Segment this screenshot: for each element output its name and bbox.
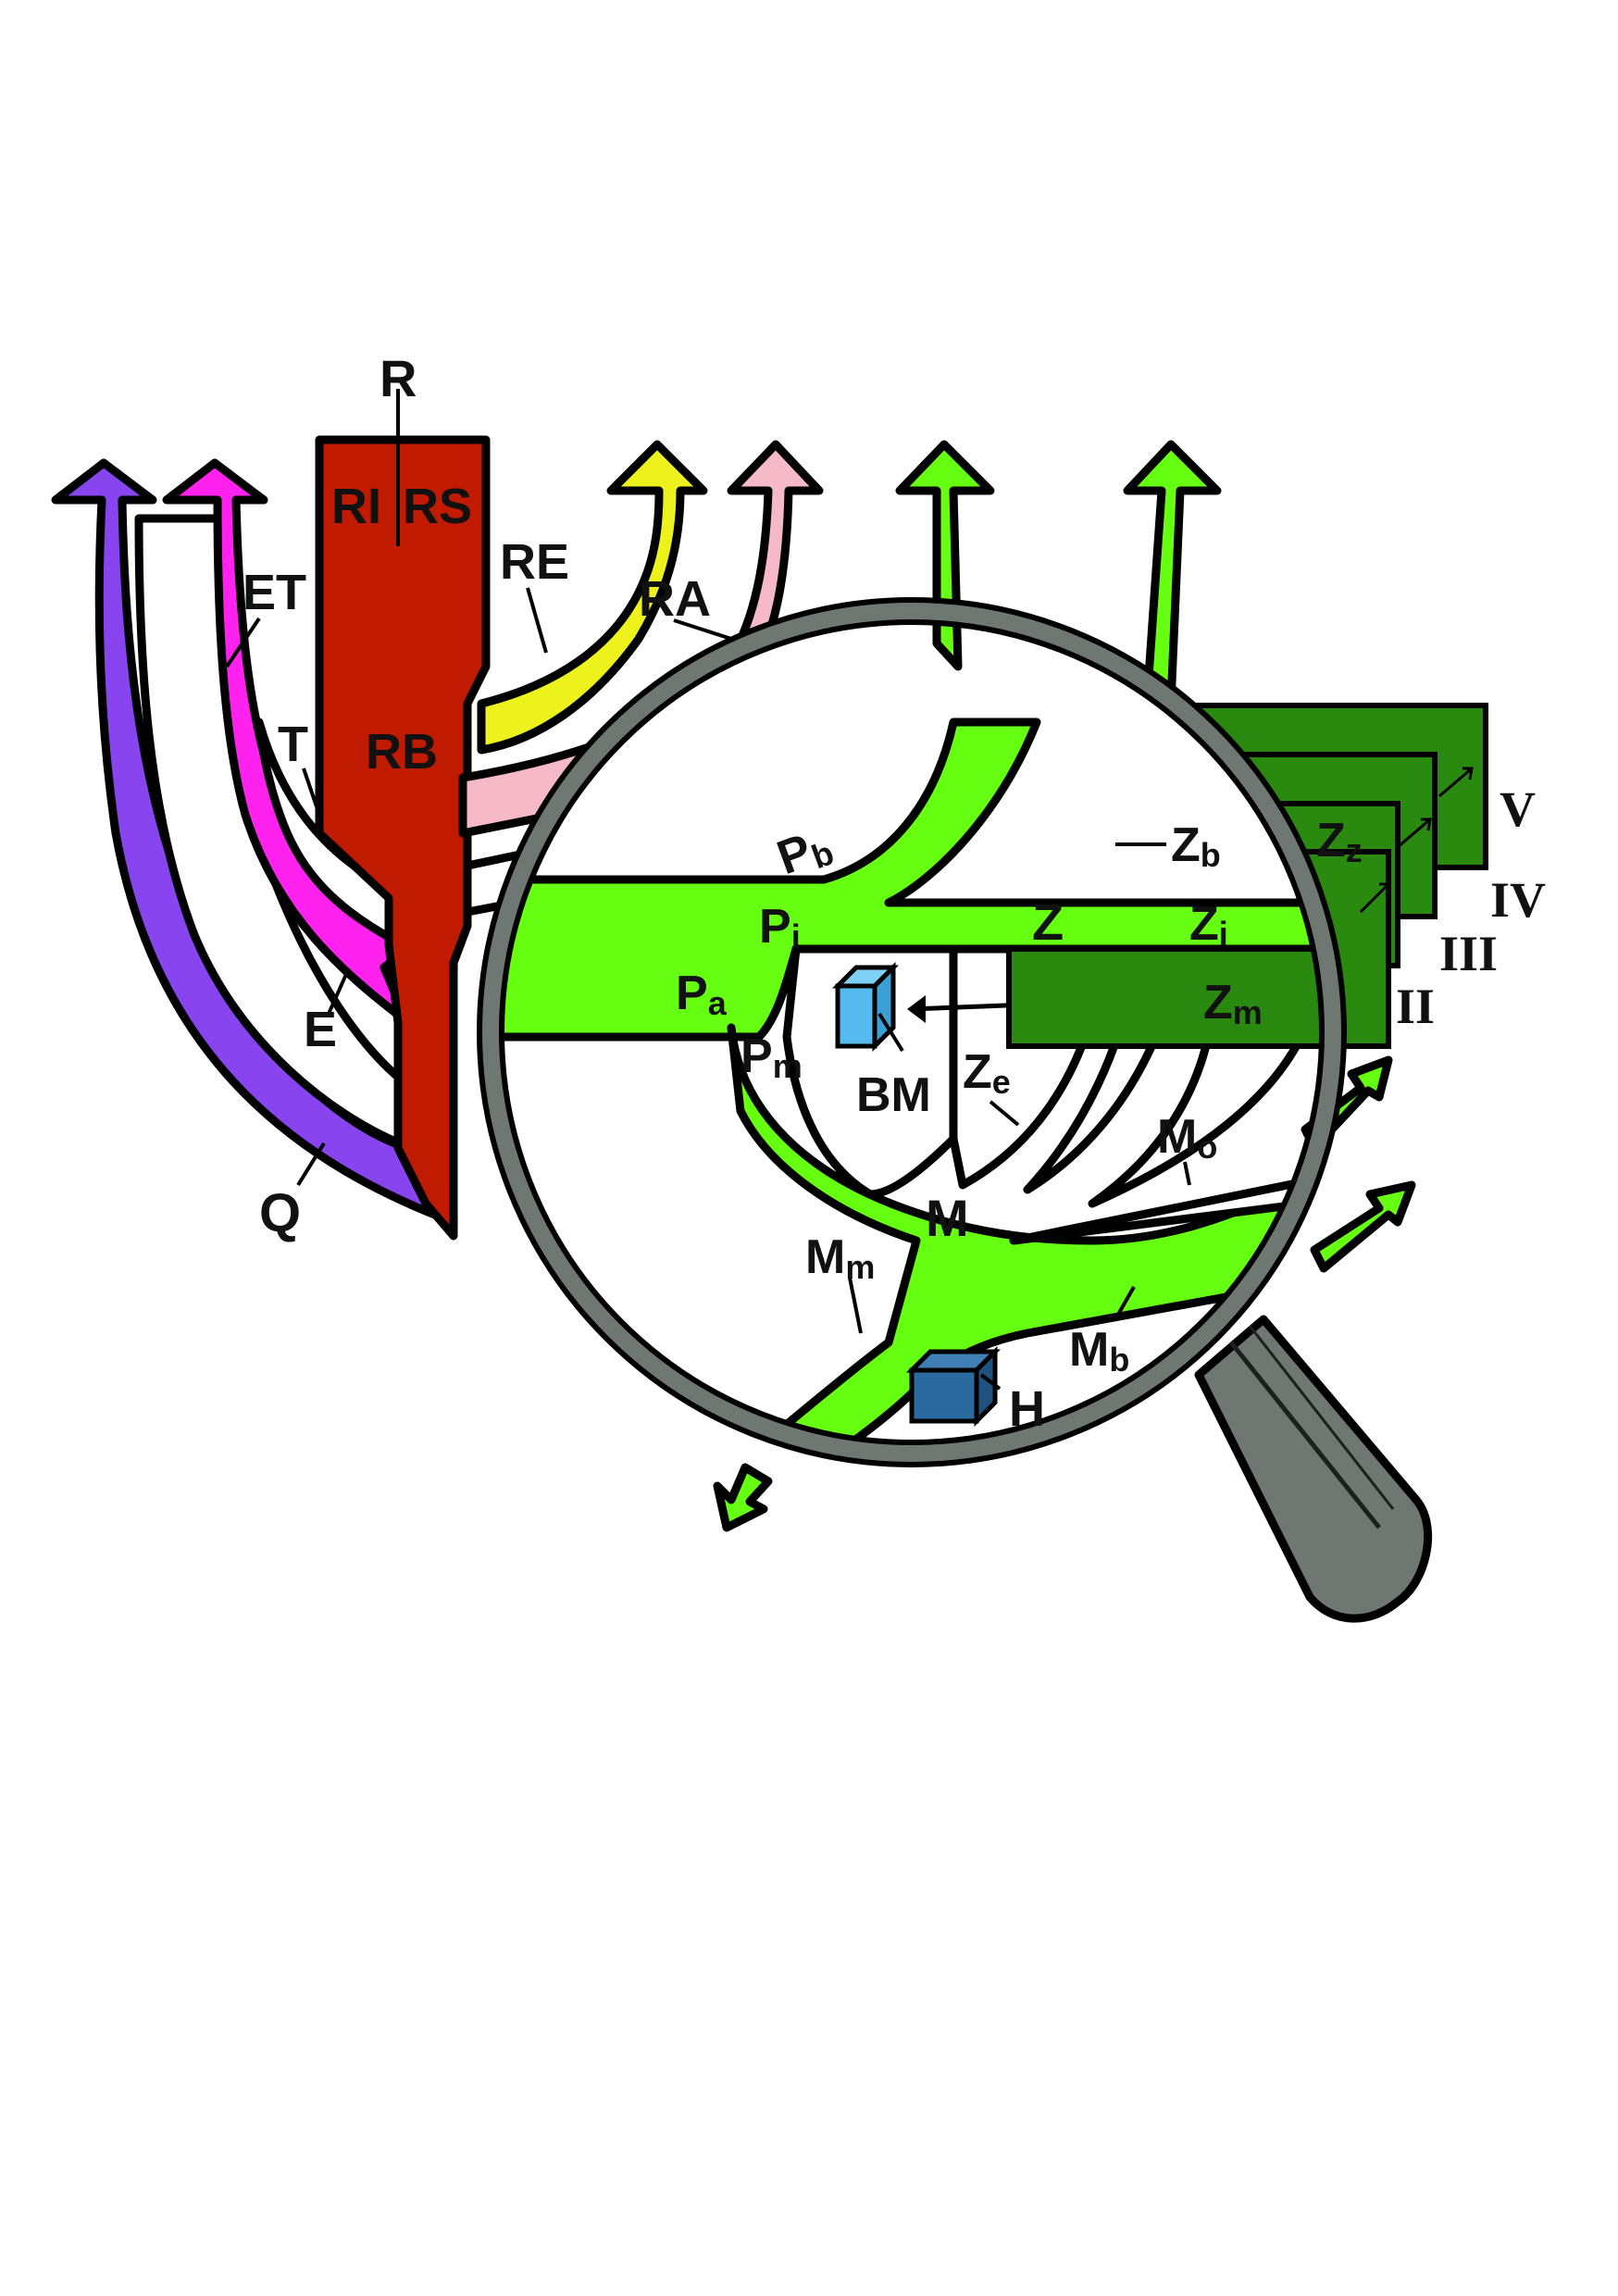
label-q: Q [259, 1183, 301, 1243]
lens-content [491, 718, 1333, 1454]
label-h: H [1009, 1381, 1045, 1437]
cube-icon [831, 961, 900, 1053]
branch-z-out [1123, 440, 1222, 708]
label-zb: Zb [1171, 818, 1221, 874]
label-t: T [278, 717, 308, 772]
label-zm: Zm [1203, 976, 1263, 1031]
label-re: RE [500, 534, 569, 590]
magnifier-handle [1194, 1315, 1433, 1623]
label-rb: RB [366, 724, 438, 780]
label-pa: Pa [676, 967, 728, 1022]
label-pm: Pm [741, 1029, 803, 1085]
trunk-r-red [315, 435, 491, 1241]
label-layer-iii: III [1439, 926, 1498, 981]
branch-mm-out [713, 1463, 773, 1532]
label-zi: Zi [1189, 897, 1228, 953]
zm-overlay [1006, 946, 1333, 1049]
label-z: Z [1032, 892, 1064, 951]
label-layer-v: V [1500, 781, 1536, 837]
magnifying-glass-icon [1194, 1315, 1433, 1623]
label-pi: Pi [759, 900, 801, 955]
label-ze: Ze [963, 1045, 1011, 1101]
label-ra: RA [639, 571, 711, 627]
label-m: M [926, 1189, 969, 1247]
label-bm: BM [856, 1068, 931, 1122]
label-et: ET [243, 565, 306, 620]
label-r: R [380, 349, 417, 407]
branch-mb-out [1310, 1180, 1416, 1273]
branch-pb-out [895, 440, 995, 671]
branch-q-inner [134, 514, 404, 1148]
band-p [491, 718, 1333, 1042]
branch-re-yellow [477, 440, 708, 755]
lens-ring-inner [482, 603, 1341, 1462]
label-layer-iv: IV [1490, 872, 1546, 928]
label-ri: RI [331, 479, 381, 534]
cube-icon [905, 1345, 1002, 1428]
fan-lower [727, 1023, 1333, 1454]
leader-lines [225, 389, 1191, 1391]
label-layer-ii: II [1396, 979, 1435, 1034]
cell-m [1009, 1162, 1333, 1245]
label-mb: Mb [1069, 1323, 1129, 1379]
label-rs: RS [403, 479, 472, 534]
label-mm: Mm [805, 1230, 875, 1286]
label-zz: Zz [1316, 814, 1363, 869]
layer-arrows [1359, 767, 1474, 914]
label-mo: Mo [1157, 1110, 1217, 1166]
label-e: E [304, 1002, 337, 1057]
